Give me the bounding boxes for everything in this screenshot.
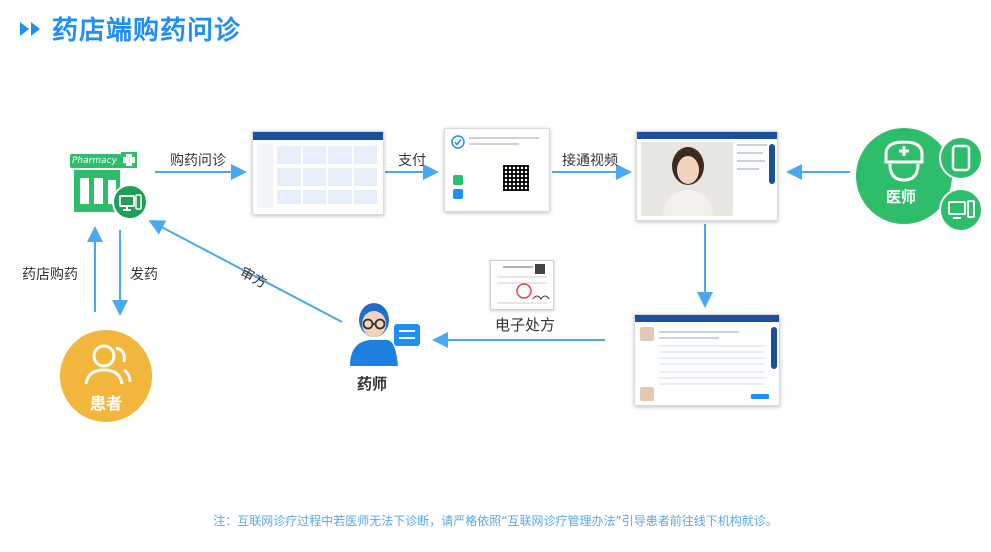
prescription-document-icon	[490, 260, 554, 310]
label-e-prescription: 电子处方	[495, 316, 556, 334]
label-pay: 支付	[398, 153, 426, 169]
doctor-icon: 医师	[855, 122, 985, 232]
patient-circle: 患者	[60, 330, 152, 422]
double-chevron-icon	[20, 21, 40, 36]
payment-screenshot	[444, 128, 550, 212]
label-dispense: 发药	[130, 267, 158, 283]
prescription-form-screenshot	[634, 314, 780, 406]
video-screenshot	[636, 131, 778, 221]
pharmacy-sign-text: Pharmacy	[72, 156, 117, 166]
doctor-label: 医师	[886, 188, 917, 206]
footer-note: 注：互联网诊疗过程中若医师无法下诊断，请严格依照“互联网诊疗管理办法”引导患者前…	[213, 514, 778, 528]
label-pharmacist: 药师	[357, 375, 388, 393]
patient-people-icon	[84, 344, 132, 385]
label-buy-consult: 购药问诊	[170, 153, 226, 169]
shop-screenshot	[252, 131, 384, 215]
label-video: 接通视频	[562, 153, 618, 169]
patient-label: 患者	[89, 394, 122, 413]
arrow-pharmacist-to-pharmacy	[148, 220, 343, 323]
label-pharmacy-buy: 药店购药	[22, 267, 78, 283]
page-title: 药店端购药问诊	[52, 16, 242, 46]
pharmacy-store-icon: Pharmacy	[68, 150, 158, 220]
pharmacist-icon	[344, 300, 424, 368]
title-bar: 药店端购药问诊	[18, 10, 241, 47]
